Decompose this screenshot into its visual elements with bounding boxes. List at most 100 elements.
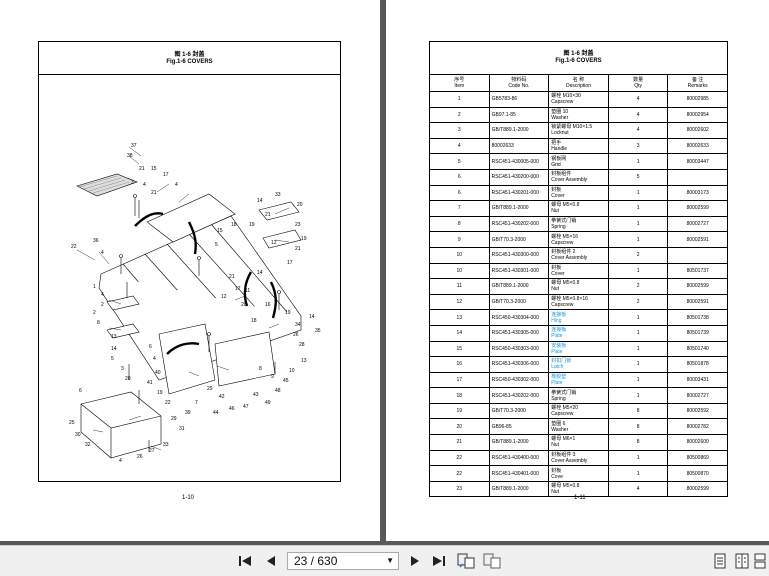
callout-number: 8 (97, 320, 100, 326)
remarks: 80002591 (667, 231, 728, 248)
code-number: GB/T70.3-2000 (488, 231, 550, 248)
quantity: 1 (607, 153, 669, 170)
description-cn: 封板 (551, 264, 562, 271)
callout-number: 21 (139, 166, 145, 172)
quantity: 4 (607, 91, 669, 108)
description-en: Cover Assembly (551, 177, 588, 184)
callout-number: 9 (271, 374, 274, 380)
callout-number: 29 (171, 416, 177, 422)
callout-number: 23 (295, 222, 301, 228)
item-number: 9 (429, 231, 490, 248)
item-number: 13 (429, 309, 490, 326)
callout-number: 29 (207, 386, 213, 392)
scroll-view-icon[interactable] (753, 552, 767, 570)
code-number: RSC451-430306-000 (488, 356, 550, 373)
left-page: 图 1-6 封盖 Fig.1-6 COVERS (0, 0, 380, 541)
callout-number: 13 (301, 358, 307, 364)
remarks: 80501739 (667, 324, 728, 342)
prev-page-icon[interactable] (262, 552, 280, 570)
item-number: 16 (429, 356, 490, 373)
description-cn: 连接板 (551, 311, 567, 318)
code-number: GB/T889.1-2000 (488, 122, 550, 139)
item-number: 14 (429, 324, 490, 342)
first-page-icon[interactable] (236, 552, 254, 570)
code-number: RSC450-430303-000 (488, 340, 550, 358)
item-number: 18 (429, 387, 490, 404)
code-number: GB96-85 (488, 418, 550, 436)
remarks (667, 168, 728, 186)
callout-number: 44 (213, 410, 219, 416)
two-page-view-icon[interactable] (734, 552, 750, 570)
next-page-icon[interactable] (406, 552, 424, 570)
callout-number: 39 (185, 410, 191, 416)
page-number-select[interactable]: 23 / 630 ▼ (287, 552, 399, 570)
item-number: 3 (429, 122, 490, 139)
fit-page-icon[interactable] (482, 552, 502, 570)
callout-number: 14 (257, 270, 263, 276)
description-en: Locknut (551, 130, 569, 137)
code-number: GB5783-86 (488, 91, 550, 108)
single-page-view-icon[interactable] (712, 552, 728, 570)
description-en: Spring (551, 224, 566, 231)
callout-number: 21 (229, 274, 235, 280)
remarks: 80501740 (667, 340, 728, 358)
right-title-cn: 图 1-6 封盖 (563, 51, 594, 57)
callout-number: 26 (293, 332, 299, 338)
description-cn: 封板组件 (551, 171, 572, 178)
code-number: RSC451-430202-000 (488, 387, 550, 404)
page-indicator: 23 / 630 (294, 554, 338, 568)
callout-number: 19 (249, 222, 255, 228)
quantity: 1 (607, 387, 669, 404)
code-number: GB/T889.1-2000 (488, 200, 550, 217)
quantity: 4 (607, 480, 669, 498)
callout-number: 11 (245, 288, 250, 294)
description-en: Cover Assembly (551, 457, 588, 464)
item-number: 12 (429, 293, 490, 311)
description-en: Cover (551, 192, 565, 199)
column-header-en: Item (454, 83, 465, 89)
callout-number: 5 (215, 242, 218, 248)
code-number: GB/T70.3-2000 (488, 293, 550, 311)
callout-number: 21 (265, 212, 271, 218)
remarks: 80002727 (667, 215, 728, 233)
item-number: 21 (429, 434, 490, 451)
quantity: 1 (607, 371, 669, 389)
description-en: Spring (551, 395, 566, 402)
item-number: 10 (429, 262, 490, 280)
rotate-icon[interactable] (456, 552, 476, 570)
code-number: RSC450-430302-000 (488, 371, 550, 389)
description-en: Capscrew (551, 239, 574, 246)
document-viewer[interactable]: 图 1-6 封盖 Fig.1-6 COVERS (0, 0, 769, 545)
item-number: 15 (429, 340, 490, 358)
callout-number: 1 (93, 284, 96, 290)
callout-number: 48 (275, 388, 281, 394)
column-header-en: Code No. (508, 83, 530, 89)
item-number: 22 (429, 449, 490, 467)
last-page-icon[interactable] (430, 552, 448, 570)
item-number: 4 (429, 137, 490, 155)
